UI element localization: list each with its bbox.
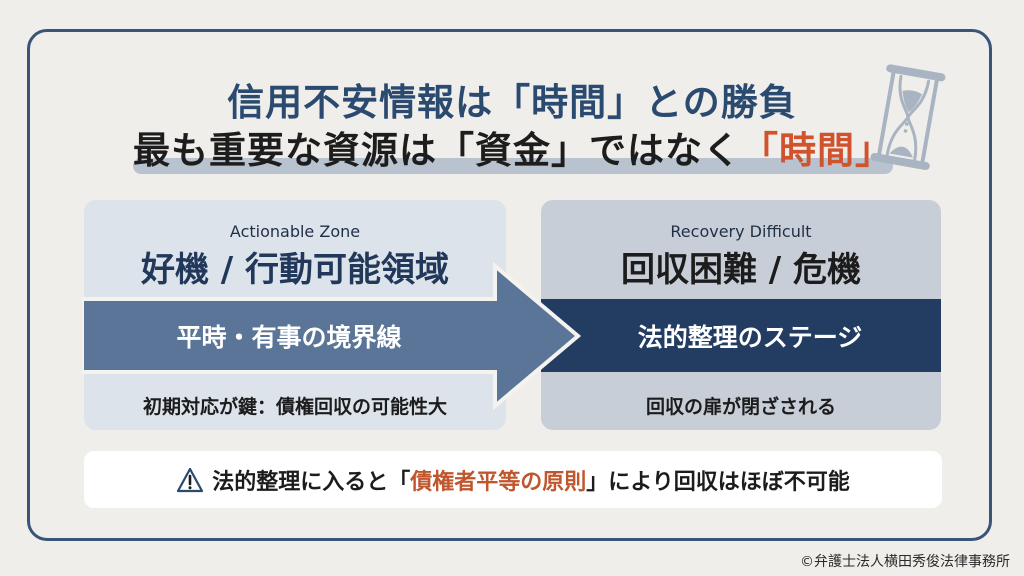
subtitle-underline <box>133 158 893 174</box>
warning-text-highlight: 債権者平等の原則 <box>410 469 587 495</box>
actionable-zone-label-en: Actionable Zone <box>229 222 361 241</box>
subtitle-prefix: 最も重要な資源は「資金」ではなく <box>133 129 741 172</box>
hourglass-icon <box>870 64 946 171</box>
subtitle-highlight: 「時間」 <box>741 129 893 172</box>
warning-text-prefix: 法的整理に入ると「 <box>212 469 411 495</box>
actionable-zone-panel: Actionable Zone 好機 / 行動可能領域 初期対応が鍵：債権回収の… <box>84 200 506 430</box>
actionable-zone-label-jp: 好機 / 行動可能領域 <box>140 250 450 290</box>
warning-icon <box>177 467 204 492</box>
legal-stage-label: 法的整理のステージ <box>637 323 863 352</box>
recovery-difficult-label-jp: 回収困難 / 危機 <box>620 250 862 290</box>
slide-subtitle: 最も重要な資源は「資金」ではなく「時間」 <box>133 120 893 174</box>
actionable-zone-footer: 初期対応が鍵：債権回収の可能性大 <box>142 396 447 418</box>
boundary-line-label: 平時・有事の境界線 <box>176 323 402 352</box>
recovery-difficult-panel: Recovery Difficult 回収困難 / 危機 回収の扉が閉ざされる <box>541 200 941 430</box>
slide-title: 信用不安情報は「時間」との勝負 <box>227 81 797 124</box>
warning-box: 法的整理に入ると「債権者平等の原則」により回収はほぼ不可能 <box>84 451 942 508</box>
slide-frame <box>27 29 992 541</box>
warning-text-suffix: 」により回収はほぼ不可能 <box>586 469 850 495</box>
recovery-difficult-label-en: Recovery Difficult <box>670 222 812 241</box>
copyright-notice: ©弁護士法人横田秀俊法律事務所 <box>800 554 1010 570</box>
recovery-difficult-footer: 回収の扉が閉ざされる <box>645 396 836 418</box>
subtitle-block: 最も重要な資源は「資金」ではなく「時間」 <box>133 120 903 180</box>
